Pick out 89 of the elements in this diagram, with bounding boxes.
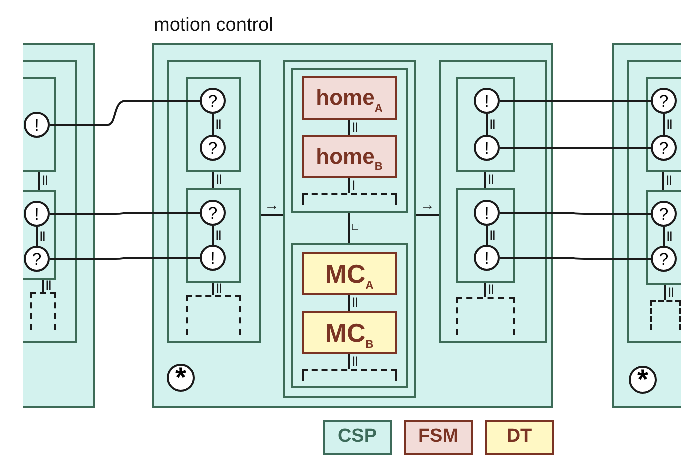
port-symbol: *: [638, 366, 648, 394]
operator-label: ||: [666, 120, 674, 130]
connector-line: [348, 213, 350, 243]
connector-line: [664, 285, 666, 300]
connector-line: [348, 295, 350, 311]
process-box: [646, 190, 681, 285]
port-symbol: *: [176, 364, 186, 392]
connector-line: [348, 354, 350, 369]
dashed-bracket: [650, 300, 681, 330]
process-box: [186, 188, 241, 283]
operator-label: ||: [666, 232, 674, 242]
process-box: [23, 60, 77, 343]
connector-line: [500, 212, 651, 215]
process-box: [23, 77, 56, 172]
connector-line: [500, 100, 651, 102]
state-box: [302, 135, 397, 178]
connector-line: [500, 257, 651, 260]
process-box: [167, 60, 261, 343]
port-symbol: ?: [659, 140, 669, 156]
operator-label: ||: [39, 232, 47, 242]
state-box: [302, 76, 397, 120]
connector-line: [484, 283, 486, 297]
port-symbol: !: [210, 250, 216, 266]
connector-line: [500, 147, 651, 149]
dashed-bracket: [456, 297, 515, 335]
connector-line: [36, 227, 38, 246]
process-box: [291, 243, 408, 388]
state-label: home$_{B}$: [316, 146, 383, 168]
dashed-bracket: [302, 193, 397, 205]
dashed-bracket: [186, 295, 241, 335]
legend-swatch: DT: [485, 420, 554, 455]
port-symbol: !: [484, 250, 490, 266]
connector-line: [212, 283, 214, 295]
connector-line: [348, 120, 350, 135]
connector-line: [662, 172, 664, 190]
panel-title: motion control: [154, 14, 274, 38]
port-symbol: ?: [659, 250, 669, 268]
port-symbol: ?: [208, 140, 218, 156]
process-box: [23, 190, 56, 280]
connector-line: [212, 226, 214, 245]
connector-line: [416, 214, 439, 216]
operator-label: ||: [215, 120, 223, 130]
port-symbol: ?: [659, 92, 669, 110]
port-symbol: ?: [208, 204, 218, 222]
operator-label: |: [352, 180, 356, 190]
process-panel: [612, 43, 681, 408]
port-symbol: !: [484, 204, 490, 222]
port-symbol: ?: [32, 250, 42, 268]
connector-line: [50, 212, 200, 215]
connector-line: [484, 172, 486, 188]
process-box: [456, 77, 515, 172]
controller-box: [302, 311, 397, 354]
port-symbol: ?: [208, 92, 218, 110]
connector-line: [348, 178, 350, 193]
process-box: [627, 60, 681, 343]
port-symbol: !: [34, 206, 40, 222]
dashed-bracket: [30, 292, 56, 330]
legend-swatch: CSP: [323, 420, 392, 455]
port-symbol: !: [484, 140, 490, 156]
operator-label: ||: [489, 230, 497, 240]
port-symbol: !: [34, 116, 40, 134]
connector-line: [663, 227, 665, 246]
connector-line: [42, 280, 44, 292]
process-box: [646, 77, 681, 172]
connector-line: [486, 226, 488, 245]
process-box: [456, 188, 515, 283]
process-box: [186, 77, 241, 172]
connector-line: [50, 100, 200, 126]
port-symbol: ?: [659, 206, 669, 222]
connector-line: [212, 114, 214, 135]
connector-line: [50, 257, 200, 260]
state-label: MC$_{A}$: [325, 260, 374, 286]
connector-line: [38, 172, 40, 190]
operator-label: ||: [45, 281, 53, 291]
operator-label: ||: [215, 230, 223, 240]
process-panel: [23, 43, 95, 408]
operator-label: ||: [489, 120, 497, 130]
connector-line: [486, 114, 488, 135]
connector-line: [663, 114, 665, 135]
connector-line: [212, 172, 214, 188]
process-box: [439, 60, 547, 343]
process-box: [283, 60, 416, 398]
dashed-bracket: [302, 369, 397, 381]
port-symbol: !: [484, 92, 490, 110]
legend-swatch: FSM: [404, 420, 473, 455]
state-label: MC$_{B}$: [325, 320, 374, 346]
process-box: [291, 68, 408, 213]
controller-box: [302, 252, 397, 295]
connector-line: [261, 214, 283, 216]
